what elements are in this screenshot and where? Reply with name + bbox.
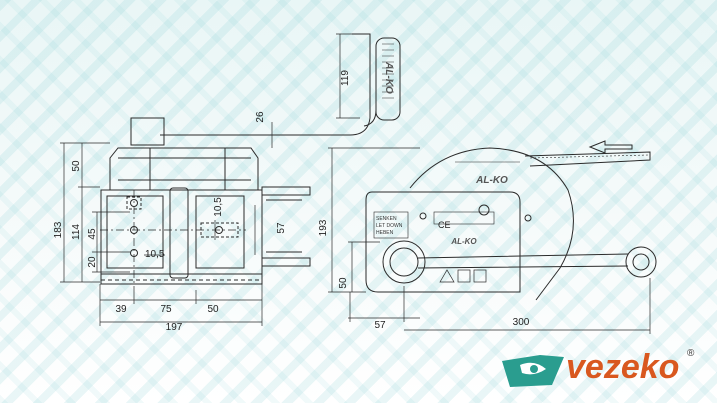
winch-base [100, 273, 263, 285]
dim-handle-height: 119 [340, 70, 351, 86]
plate-brand: AL-KO [450, 237, 477, 246]
crank-handle [271, 33, 401, 148]
rivet [419, 212, 427, 220]
dim-crank-offset: 26 [255, 111, 266, 123]
dim-side-height: 193 [318, 219, 329, 236]
pull-direction-arrow [588, 140, 633, 154]
dim-base-197: 197 [166, 322, 183, 333]
dim-base-height: 114 [71, 224, 82, 240]
dim-bolt-offset: 20 [87, 256, 98, 268]
dim-base-75: 75 [160, 304, 172, 315]
crank-flange [261, 186, 311, 196]
winch-top-cap [130, 117, 165, 146]
side-dimensions [328, 147, 651, 334]
ce-mark: CE [438, 220, 451, 230]
handle-brand: AL-KO [383, 61, 394, 94]
front-dimensions [60, 142, 263, 326]
dim-flange-width: 57 [276, 222, 287, 234]
vezeko-logo [502, 355, 564, 387]
plate-text-2: LET DOWN [376, 223, 403, 229]
drum-brand: AL-KO [475, 175, 508, 186]
plate-text-1: SENKEN [376, 216, 397, 222]
lock-knob [478, 204, 490, 216]
side-plate [365, 191, 521, 293]
dim-hole-dia-b: 10,5 [213, 197, 224, 217]
handle-grip [375, 37, 401, 121]
drum-circle [382, 240, 426, 284]
dim-drum-height: 50 [338, 277, 349, 289]
drum-cover [409, 147, 574, 301]
plate-text-3: HEBEN [376, 230, 394, 236]
dim-hole-dia-a: 10,5 [145, 249, 165, 260]
dim-base-50: 50 [207, 304, 219, 315]
strap [524, 151, 651, 167]
dim-bolt-pitch: 45 [87, 228, 98, 240]
warning-icon [439, 269, 455, 283]
registered-mark: ® [687, 348, 695, 359]
logo-text: vezeko [566, 348, 680, 386]
side-crank-arm [417, 253, 629, 269]
dim-handle-reach: 300 [513, 317, 530, 328]
dim-top-height: 50 [71, 160, 82, 172]
dim-base-39: 39 [115, 304, 127, 315]
side-view [365, 140, 657, 301]
front-view [100, 117, 350, 290]
crank-eye [625, 246, 657, 278]
winch-upper-body [109, 147, 259, 191]
dim-drum-offset: 57 [374, 320, 386, 331]
dim-total-height: 183 [53, 221, 64, 238]
